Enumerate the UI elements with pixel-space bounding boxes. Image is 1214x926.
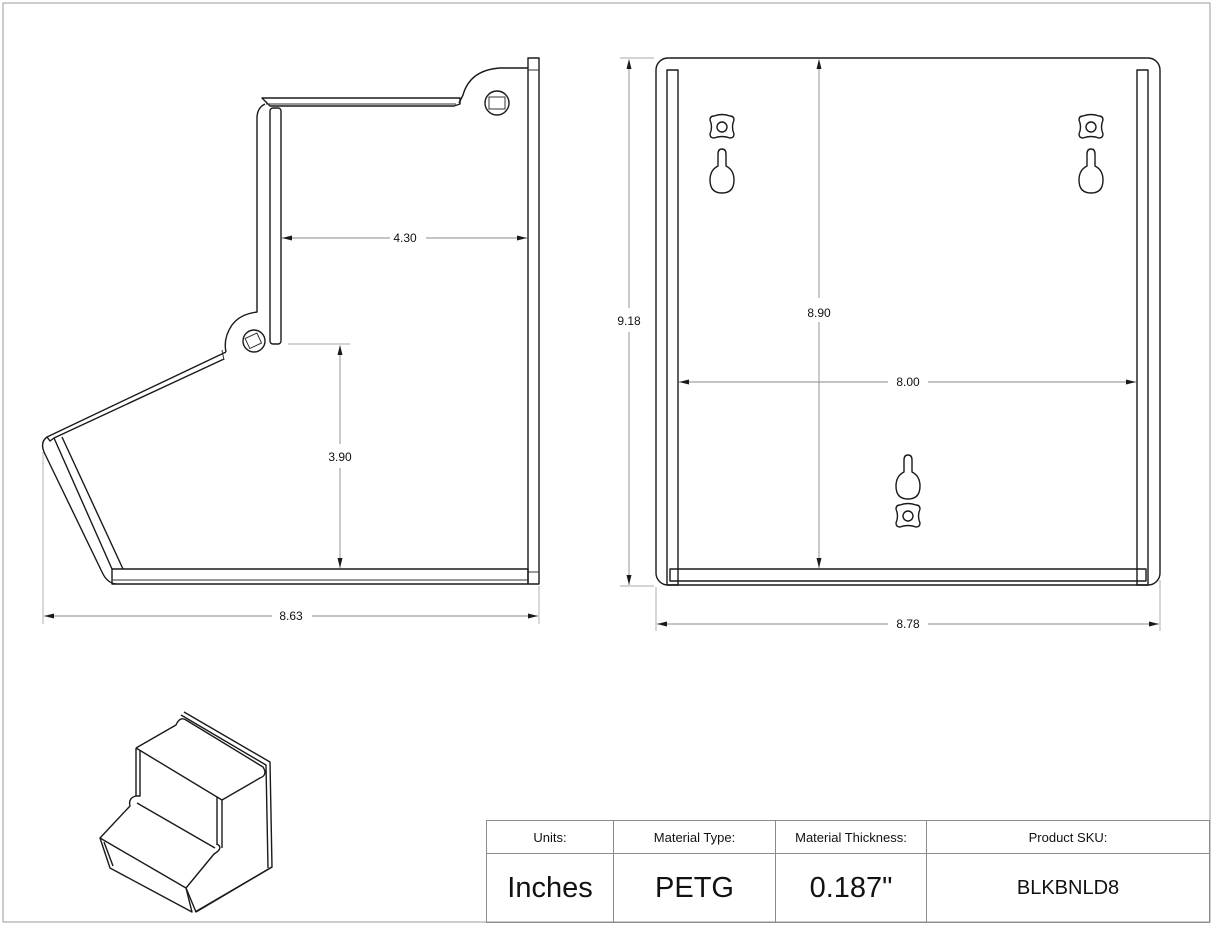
dim-top-shelf-depth: 4.30 (393, 231, 417, 245)
isometric-view (99, 711, 273, 913)
dim-front-height: 3.90 (328, 450, 352, 464)
hinge-hole-icon (484, 90, 510, 116)
material-type-header: Material Type: (613, 820, 776, 854)
mounting-boss-icon (1078, 113, 1104, 139)
side-view-dimensions: 4.30 3.90 8.63 (42, 231, 540, 624)
hinge-hole-icon (242, 329, 266, 353)
keyhole-slot-icon (1078, 148, 1104, 194)
mounting-boss-icon (895, 502, 921, 528)
material-thickness-value: 0.187" (775, 853, 927, 923)
dim-overall-width: 8.78 (896, 617, 920, 631)
units-value: Inches (486, 853, 614, 923)
product-sku-value: BLKBNLD8 (926, 853, 1210, 923)
units-header: Units: (486, 820, 614, 854)
back-view (655, 57, 1161, 586)
keyhole-slot-icon (709, 148, 735, 194)
material-type-value: PETG (613, 853, 776, 923)
title-block: Units: Material Type: Material Thickness… (486, 820, 1210, 923)
dim-inner-height: 8.90 (807, 306, 831, 320)
back-view-dimensions: 9.18 8.90 8.00 8.78 (617, 57, 1161, 631)
dim-overall-depth: 8.63 (279, 609, 303, 623)
dim-overall-height: 9.18 (617, 314, 641, 328)
product-sku-header: Product SKU: (926, 820, 1210, 854)
material-thickness-header: Material Thickness: (775, 820, 927, 854)
side-view (41, 57, 540, 585)
mounting-boss-icon (709, 113, 735, 139)
keyhole-slot-icon (895, 454, 921, 500)
dim-inner-width: 8.00 (896, 375, 920, 389)
